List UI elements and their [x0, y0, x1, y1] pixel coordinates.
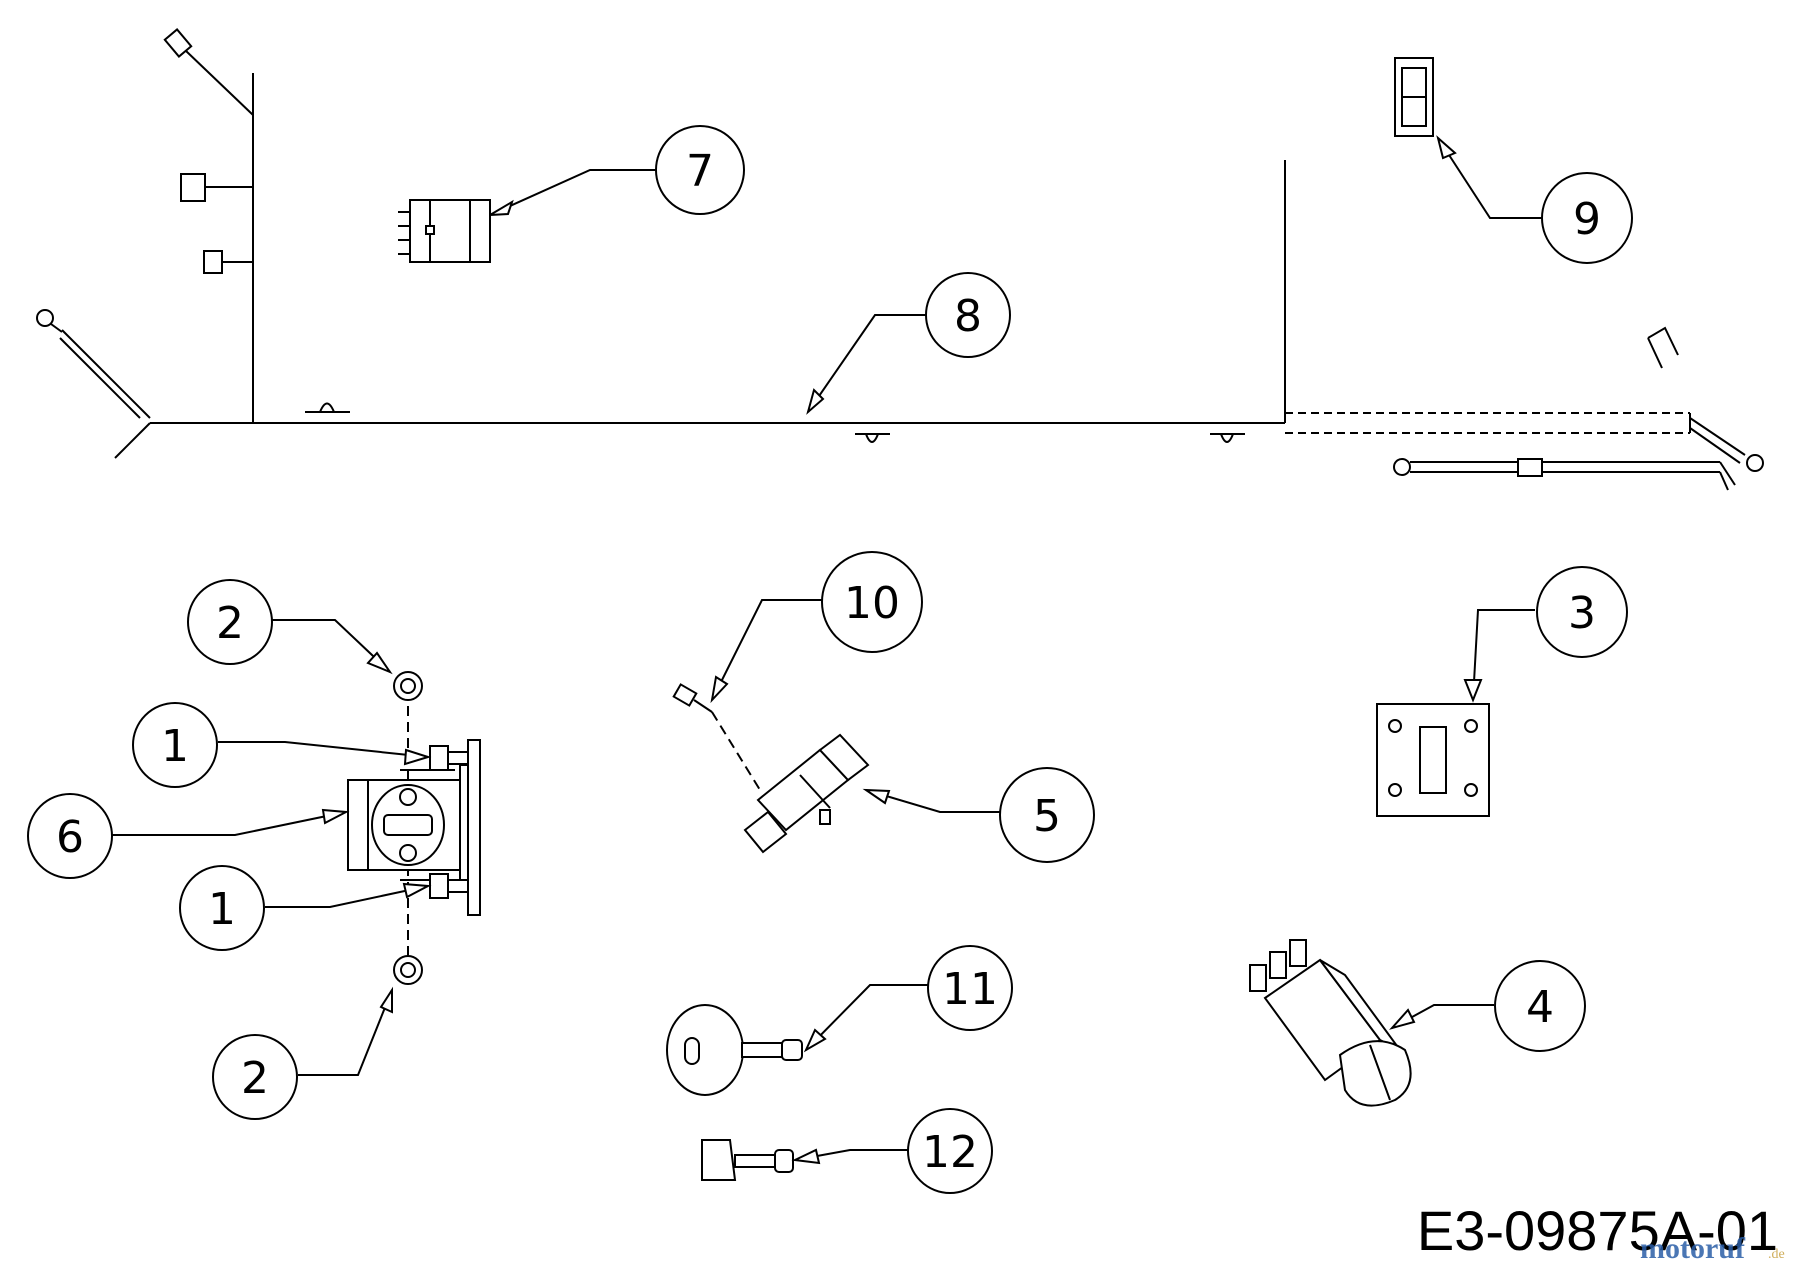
nut-part-2-lower: [393, 955, 423, 985]
callout-label: 8: [954, 291, 982, 342]
callout-label: 11: [942, 964, 998, 1015]
callout-label: 10: [844, 578, 900, 629]
watermark-tld: .de: [1768, 1247, 1785, 1262]
callout-5: 5: [999, 767, 1095, 863]
callout-label: 9: [1573, 194, 1601, 245]
callout-1b: 1: [179, 865, 265, 951]
nut-part-2-upper: [393, 671, 423, 701]
leader-lines: [112, 135, 1542, 1165]
light-housing-part-5: [743, 733, 870, 854]
callout-9: 9: [1541, 172, 1633, 264]
callout-6: 6: [27, 793, 113, 879]
callout-label: 6: [56, 812, 84, 863]
callout-label: 2: [216, 598, 244, 649]
mounting-plate-part-3: [1376, 703, 1490, 817]
callout-label: 1: [208, 884, 236, 935]
callout-11: 11: [927, 945, 1013, 1031]
key-part-12: [701, 1139, 794, 1181]
key-part-11: [666, 1004, 803, 1096]
wiring-harness: [36, 28, 1764, 491]
ignition-switch-part-4: [1249, 939, 1412, 1107]
callout-label: 1: [161, 721, 189, 772]
bulb-part-10: [672, 683, 761, 791]
callout-10: 10: [821, 551, 923, 653]
callout-label: 2: [241, 1053, 269, 1104]
callout-label: 3: [1568, 588, 1596, 639]
callout-8: 8: [925, 272, 1011, 358]
callout-label: 7: [686, 146, 714, 197]
solenoid-part-6: [347, 690, 481, 960]
callout-12: 12: [907, 1108, 993, 1194]
relay-connector-part-7: [398, 199, 491, 263]
callout-label: 4: [1526, 982, 1554, 1033]
callout-4: 4: [1494, 960, 1586, 1052]
watermark-brand: motoruf: [1640, 1232, 1746, 1265]
callout-label: 12: [922, 1127, 978, 1178]
callout-7: 7: [655, 125, 745, 215]
callout-2a: 2: [187, 579, 273, 665]
drawing-code: E3-09875A-01: [1417, 1199, 1778, 1262]
callout-2b: 2: [212, 1034, 298, 1120]
watermark-logo: motoruf .de: [1640, 1232, 1785, 1265]
callout-3: 3: [1536, 566, 1628, 658]
rocker-switch-part-9: [1394, 57, 1434, 137]
callout-label: 5: [1033, 791, 1061, 842]
callout-1a: 1: [132, 702, 218, 788]
bolt-part-1-lower: [429, 873, 469, 899]
bolt-part-1-upper: [429, 745, 469, 771]
